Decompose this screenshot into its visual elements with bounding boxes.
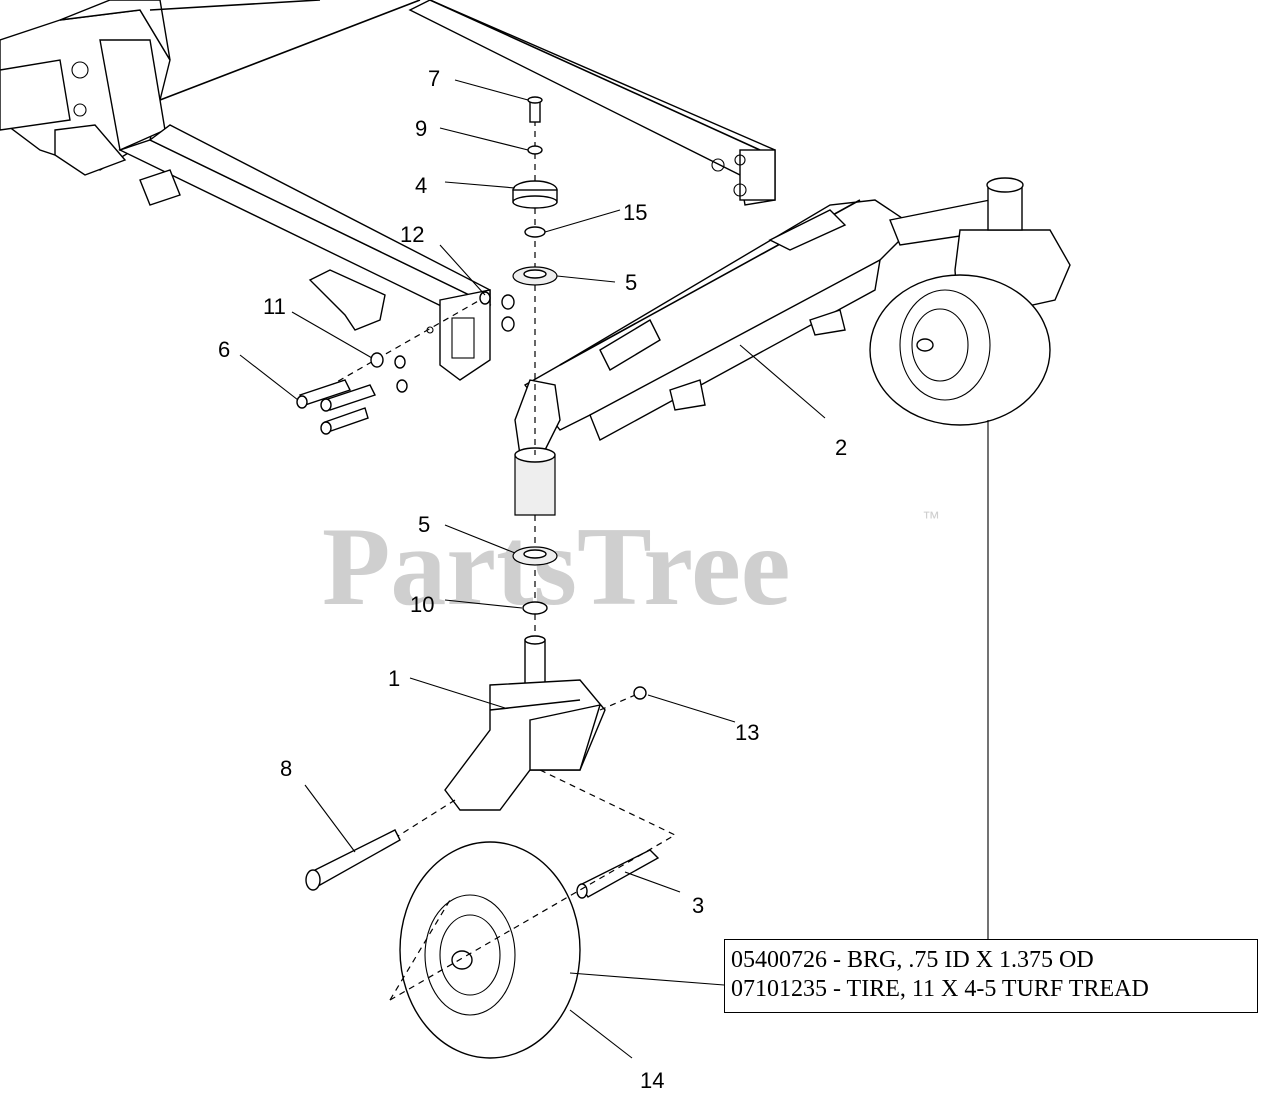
rear-caster-wheel [869, 274, 1051, 426]
callout-8: 8 [280, 756, 292, 781]
watermark-trademark: ™ [922, 508, 940, 528]
callout-11: 11 [263, 294, 286, 319]
front-caster-fork [359, 635, 676, 861]
callout-2: 2 [835, 435, 847, 460]
parts-legend-line: 05400726 - BRG, .75 ID X 1.375 OD [731, 947, 1094, 973]
lower-hardware-stack [512, 515, 558, 640]
callout-7: 7 [428, 66, 440, 91]
callout-4: 4 [415, 173, 427, 198]
watermark-text: PartsTree [322, 505, 791, 629]
mower-frame [0, 0, 776, 381]
parts-legend-line: 07101235 - TIRE, 11 X 4-5 TURF TREAD [731, 976, 1149, 1002]
callout-1: 1 [388, 666, 400, 691]
callout-10: 10 [410, 592, 434, 617]
callout-13: 13 [735, 720, 759, 745]
parts-legend-box: 05400726 - BRG, .75 ID X 1.375 OD 071012… [724, 939, 1258, 1013]
callout-5-lower: 5 [418, 512, 430, 537]
callout-15: 15 [623, 200, 647, 225]
callout-14: 14 [640, 1068, 664, 1093]
axle-bolt-and-spacer [305, 829, 660, 899]
callout-3: 3 [692, 893, 704, 918]
front-caster-wheel [389, 834, 676, 1059]
upper-hardware-stack [512, 96, 558, 455]
side-bolts [296, 291, 515, 435]
callout-6: 6 [218, 337, 230, 362]
callout-9: 9 [415, 116, 427, 141]
leader-lines [239, 79, 989, 1059]
caster-arm [514, 177, 1071, 516]
callout-5-upper: 5 [625, 270, 637, 295]
callout-12: 12 [400, 222, 424, 247]
